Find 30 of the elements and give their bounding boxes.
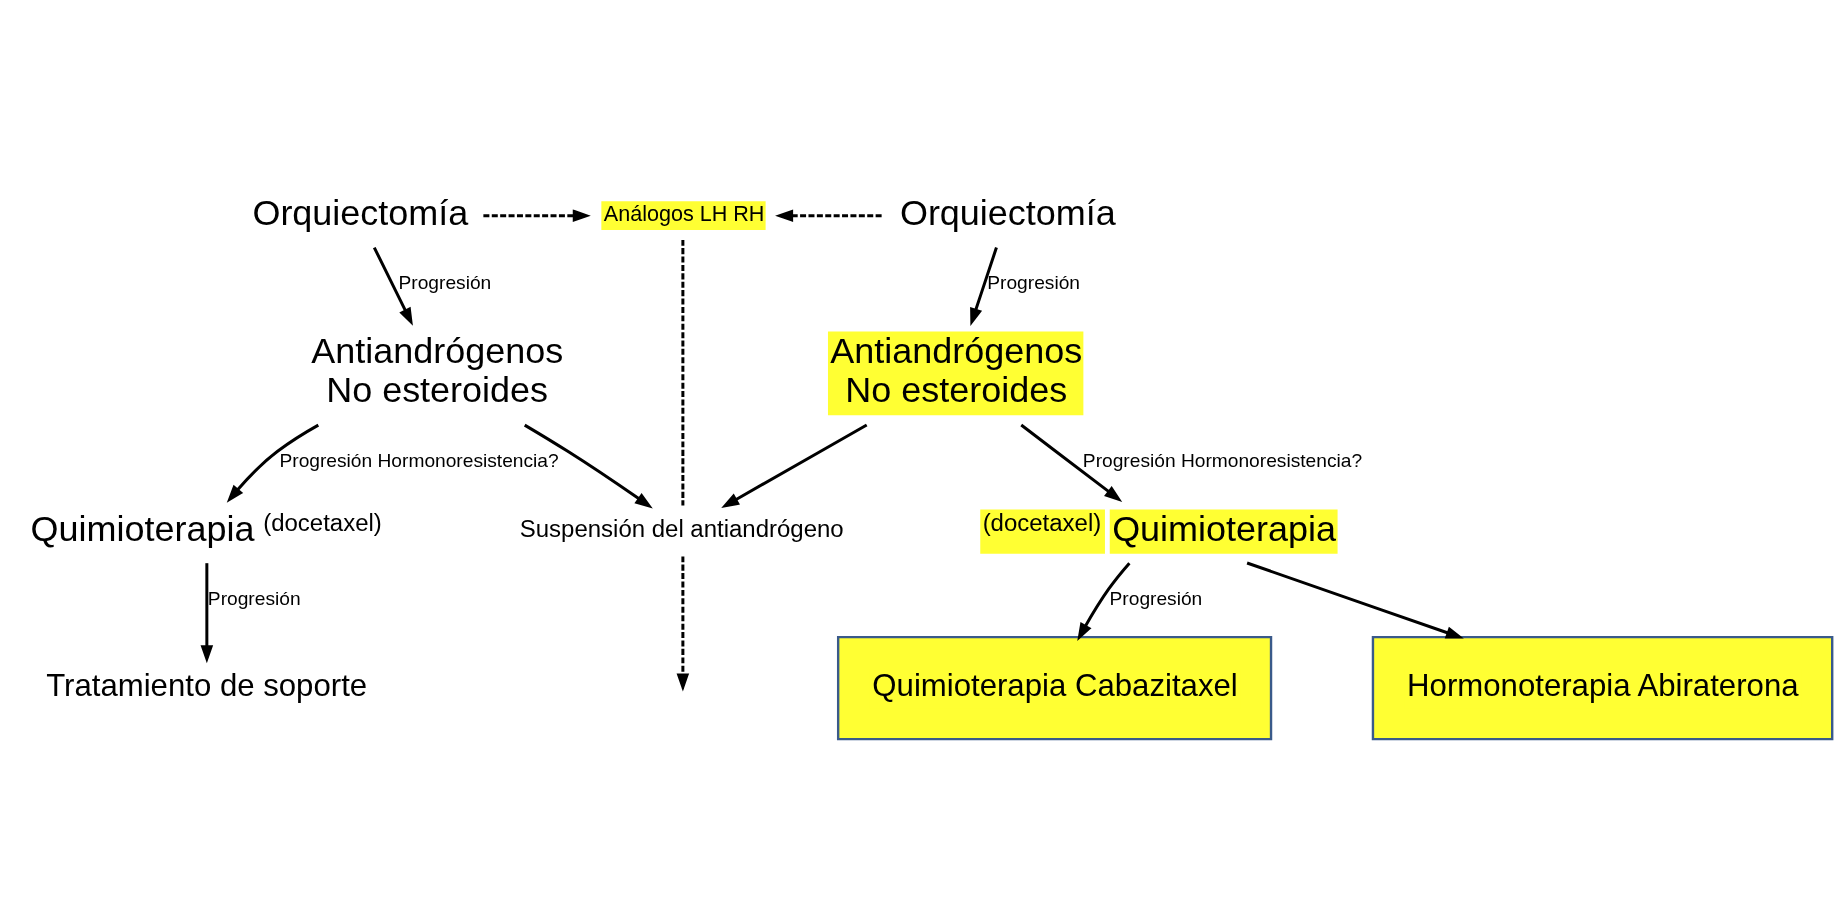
connector [680,239,684,505]
node-label: (docetaxel) [262,508,382,536]
node-text: Quimioterapia [30,507,255,549]
edge-label: Progresión Hormonoresistencia? [1082,449,1362,471]
arrow [482,208,591,222]
arrow [523,423,653,508]
node-text: Antiandrógenos No esteroides [310,329,563,410]
arrow [1019,423,1122,502]
node-text: Suspensión del antiandrógeno [519,514,844,542]
arrow [1076,561,1131,641]
edge-label: Progresión [398,271,491,293]
edge-label: Progresión [1109,587,1202,609]
edge-label: Progresión [986,271,1080,293]
node-text: Orquiectomía [899,191,1116,233]
arrow [226,423,319,503]
node-box: Quimioterapia Cabazitaxel [836,635,1272,740]
node-label: (docetaxel) [982,508,1101,536]
arrow [969,246,998,326]
node-text: Tratamiento de soporte [45,667,367,703]
edge-label: Progresión [207,587,301,609]
arrow [372,246,413,326]
edge-label: Progresión Hormonoresistencia? [278,449,559,471]
node-box: Análogos LH RH [600,200,766,230]
node-text: Orquiectomía [251,191,468,233]
arrow [1246,561,1464,639]
arrow [200,562,213,663]
node-box: Hormonoterapia Abiraterona [1371,635,1833,740]
node-box: Antiandrógenos No esteroides [827,330,1083,415]
arrow [774,208,882,222]
arrow [720,423,867,508]
